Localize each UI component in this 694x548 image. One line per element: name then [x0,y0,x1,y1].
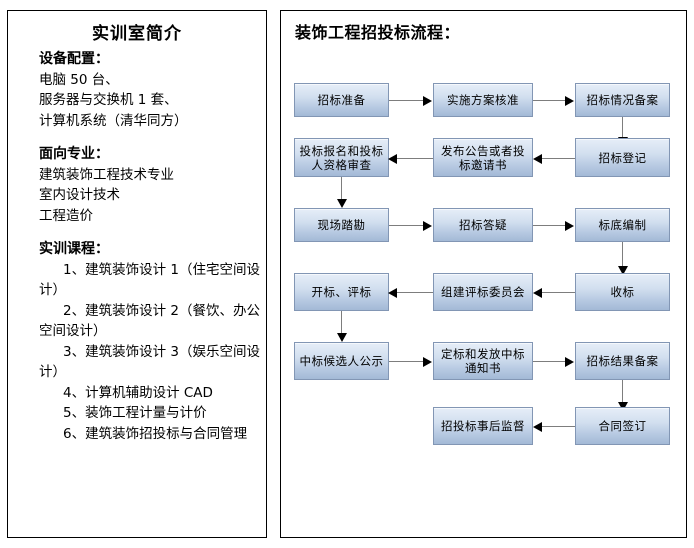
arrow-head-icon [618,402,628,411]
flow-node-zhaobiaodayi[interactable]: 招标答疑 [433,208,533,242]
flow-node-hetongqianding[interactable]: 合同签订 [575,407,670,445]
spacer-2 [39,226,267,239]
arrow-head-icon [533,288,542,298]
flow-node-label: 现场踏勘 [317,218,366,232]
course-item-5: 5、装饰工程计量与计价 [63,405,207,421]
flow-node-zhaobiaojieguobeian[interactable]: 招标结果备案 [575,342,670,380]
major-line-3: 工程造价 [39,207,93,224]
bidding-flow-panel: 装饰工程招投标流程： 招标准备 实施方案核准 招标情况备案 投标报名和投标人资格… [280,10,687,538]
arrow-n13-n14 [389,357,432,367]
arrow-n10-n11 [533,288,575,298]
flow-node-label: 实施方案核准 [447,93,519,107]
arrow-head-icon [533,422,542,432]
equipment-line-2: 服务器与交换机 1 套、 [39,92,178,108]
arrow-n2-n3 [533,96,574,106]
flow-node-label: 招投标事后监督 [441,419,525,433]
flow-node-label: 组建评标委员会 [441,285,525,299]
arrow-n5-n6 [388,154,433,164]
flow-node-label: 收标 [610,285,635,299]
equipment-line-3: 计算机系统（清华同方） [39,112,188,129]
flow-node-label: 合同签订 [598,419,647,433]
arrow-n7-n8 [389,221,432,231]
flow-node-label: 开标、评标 [311,285,372,299]
lab-intro-panel: 实训室简介 设备配置： 电脑 50 台、 服务器与交换机 1 套、 计算机系统（… [7,10,267,538]
flow-node-kaibiaopingbiao[interactable]: 开标、评标 [294,273,389,311]
arrow-n8-n9 [533,221,574,231]
flow-node-label: 招标情况备案 [586,93,659,107]
arrow-n16-n17 [533,422,575,432]
flow-node-label: 发布公告或者投标邀请书 [441,143,525,172]
course-item-3: 3、建筑装饰设计 3（娱乐空间设计） [39,343,260,381]
major-line-2: 室内设计技术 [39,187,120,203]
flow-node-xianchangtakan[interactable]: 现场踏勘 [294,208,389,242]
flow-node-label: 中标候选人公示 [299,354,384,368]
flow-node-toubiaobaomingzige[interactable]: 投标报名和投标人资格审查 [294,138,389,177]
flow-node-label: 定标和发放中标通知书 [441,347,525,375]
arrow-head-icon [565,96,574,106]
arrow-head-icon [423,221,432,231]
arrow-n4-n5 [533,154,575,164]
course-item-4: 4、计算机辅助设计 CAD [63,384,213,401]
arrow-head-icon [388,154,397,164]
lab-intro-body: 设备配置： 电脑 50 台、 服务器与交换机 1 套、 计算机系统（清华同方） … [39,49,267,444]
page-title: 实训室简介 [92,24,182,44]
spacer-1 [39,131,267,144]
flow-node-zhaobiaoqingkuangbeian[interactable]: 招标情况备案 [575,83,670,117]
flow-node-zhaobiaodengji[interactable]: 招标登记 [575,138,670,177]
arrow-head-icon [533,154,542,164]
flow-node-label: 招标答疑 [459,218,507,232]
arrow-head-icon [423,96,432,106]
arrow-n1-n2 [389,96,432,106]
arrow-n11-n12 [388,288,433,298]
section-heading-equipment: 设备配置： [39,51,109,67]
arrow-n9-n10 [618,242,628,275]
arrow-head-icon [388,288,397,298]
arrow-n14-n15 [533,357,574,367]
section-heading-majors: 面向专业： [39,146,109,162]
flow-node-zujianpingbiaoweiyuanhui[interactable]: 组建评标委员会 [433,273,533,311]
flow-node-zhaobiaozhunbei[interactable]: 招标准备 [294,83,389,117]
arrow-head-icon [423,357,432,367]
arrow-head-icon [565,221,574,231]
arrow-head-icon [337,333,347,342]
arrow-n15-n16 [618,380,628,411]
section-heading-courses: 实训课程： [39,241,109,257]
flow-node-label: 招标结果备案 [586,354,659,368]
course-item-2: 2、建筑装饰设计 2（餐饮、办公空间设计） [39,302,260,340]
arrow-n3-n4 [618,117,628,146]
flow-node-zhongbiaohouxuanrengongshi[interactable]: 中标候选人公示 [294,342,389,380]
course-item-1: 1、建筑装饰设计 1（住宅空间设计） [39,261,260,299]
arrow-n6-n7 [337,177,347,208]
equipment-line-1: 电脑 50 台、 [39,71,119,88]
flow-node-zhaotoubiaoshihoujiandu[interactable]: 招投标事后监督 [433,407,533,445]
flow-node-shoubiao[interactable]: 收标 [575,273,670,311]
flow-node-biaodibianzhi[interactable]: 标底编制 [575,208,670,242]
course-item-6: 6、建筑装饰招投标与合同管理 [63,425,248,442]
flow-node-label: 招标登记 [598,150,647,165]
arrow-head-icon [565,357,574,367]
arrow-n12-n13 [337,311,347,342]
flow-node-shishifanganhezhun[interactable]: 实施方案核准 [433,83,533,117]
flow-node-dingbiaofafangtongzhishu[interactable]: 定标和发放中标通知书 [433,342,533,380]
flow-node-label: 招标准备 [317,93,366,107]
major-line-1: 建筑装饰工程技术专业 [39,166,174,183]
flow-node-fabugonggao[interactable]: 发布公告或者投标邀请书 [433,138,533,177]
flow-node-label: 标底编制 [598,218,647,232]
flow-node-label: 投标报名和投标人资格审查 [299,143,384,172]
arrow-head-icon [337,199,347,208]
arrow-head-icon [618,266,628,275]
flowchart-title: 装饰工程招投标流程： [295,23,461,42]
